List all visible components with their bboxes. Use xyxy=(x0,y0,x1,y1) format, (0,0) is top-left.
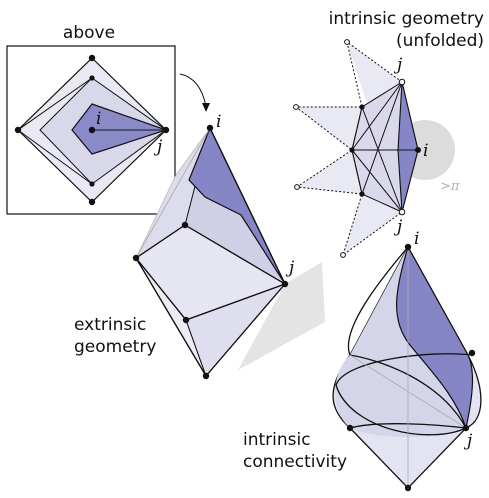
unfolded-vertex-j-top xyxy=(398,78,406,86)
extrinsic-edge-right xyxy=(205,283,286,377)
unfolded-label-j-top: j xyxy=(393,55,403,75)
extrinsic-caption-line2: geometry xyxy=(74,337,156,357)
unfolded-angle-note: >π xyxy=(440,179,460,194)
unfolded-vertex-outer-4 xyxy=(340,252,346,258)
above-vertex-top xyxy=(88,54,96,62)
connectivity-vertex-j xyxy=(462,424,470,432)
unfolded-label-i: i xyxy=(423,141,428,161)
connectivity-label-j: j xyxy=(463,431,473,451)
unfolded-vertex-c xyxy=(359,191,365,197)
connectivity-curve-3 xyxy=(335,384,467,436)
extrinsic-vertex-bottom xyxy=(202,372,210,380)
connectivity-curve-2 xyxy=(349,354,467,429)
unfolded-edge-4 xyxy=(361,81,403,195)
unfolded-edge-6 xyxy=(351,106,363,151)
extrinsic-caption-line1: extrinsic xyxy=(74,315,146,335)
unfolded-fan-outer xyxy=(296,42,402,255)
above-vertex-j xyxy=(162,126,170,134)
unfolded-vertex-outer-2 xyxy=(293,104,299,110)
extrinsic-vertex-lower xyxy=(182,316,190,324)
extrinsic-label-i: i xyxy=(216,112,221,132)
unfolded-label-j-bottom: j xyxy=(393,217,403,237)
extrinsic-vertex-i xyxy=(206,124,214,132)
unfolded-vertex-b xyxy=(349,147,355,153)
above-vertex-bottom xyxy=(88,198,96,206)
above-edge-left2 xyxy=(17,129,93,185)
extrinsic-panel: i j extrinsic geometry xyxy=(74,112,325,380)
unfolded-edge-7 xyxy=(351,149,363,195)
unfolded-title-line1: intrinsic geometry xyxy=(329,9,484,29)
above-highlight-wedge xyxy=(71,103,168,155)
unfolded-title-line2: (unfolded) xyxy=(396,31,484,51)
connectivity-curve-4 xyxy=(335,353,474,386)
connectivity-vertex-bottom xyxy=(404,484,412,492)
extrinsic-edge-back xyxy=(135,127,211,259)
connectivity-vertex-i xyxy=(404,243,412,251)
extrinsic-edge-left xyxy=(135,257,207,377)
extrinsic-shadow xyxy=(238,262,325,370)
unfolded-edge-1 xyxy=(361,106,403,213)
extrinsic-label-j: j xyxy=(285,258,295,278)
connectivity-edge-back2 xyxy=(349,354,467,429)
above-vertex-inner-top xyxy=(89,75,95,81)
unfolded-panel: intrinsic geometry (unfolded) >π j i j xyxy=(293,9,484,258)
connectivity-highlight xyxy=(396,245,474,431)
connectivity-label-i: i xyxy=(414,229,419,249)
curved-arrow xyxy=(179,73,210,112)
connectivity-caption-line1: intrinsic xyxy=(243,430,311,450)
connectivity-vertex-left xyxy=(346,424,354,432)
connectivity-curve-1 xyxy=(347,246,409,356)
extrinsic-vertex-j xyxy=(281,280,289,288)
extrinsic-vertex-left xyxy=(132,254,140,262)
above-vertex-i xyxy=(88,126,96,134)
extrinsic-edge-ij xyxy=(209,127,286,285)
connectivity-lens xyxy=(335,247,467,437)
connectivity-vertex-right xyxy=(468,349,476,357)
connectivity-caption-line2: connectivity xyxy=(243,452,347,472)
unfolded-vertex-j-bottom xyxy=(398,208,406,216)
unfolded-vertex-outer-3 xyxy=(294,184,300,190)
unfolded-vertex-i xyxy=(415,147,421,153)
unfolded-vertex-a xyxy=(359,104,365,110)
extrinsic-vertex-mid xyxy=(181,221,189,229)
connectivity-panel: i j intrinsic connectivity xyxy=(243,229,482,492)
unfolded-highlight xyxy=(397,81,419,213)
above-panel: above i j xyxy=(6,23,176,215)
above-label-i: i xyxy=(96,109,101,129)
above-title: above xyxy=(63,23,115,43)
unfolded-edge-3 xyxy=(351,149,403,213)
above-vertex-left xyxy=(14,126,22,134)
unfolded-vertex-outer-1 xyxy=(344,39,350,45)
above-label-j: j xyxy=(153,137,163,157)
above-vertex-inner-bottom xyxy=(89,181,95,187)
unfolded-dotted-outline xyxy=(294,40,403,257)
unfolded-edge-2 xyxy=(351,81,403,151)
connectivity-curve-5 xyxy=(349,423,467,429)
above-edge-left xyxy=(17,77,93,131)
